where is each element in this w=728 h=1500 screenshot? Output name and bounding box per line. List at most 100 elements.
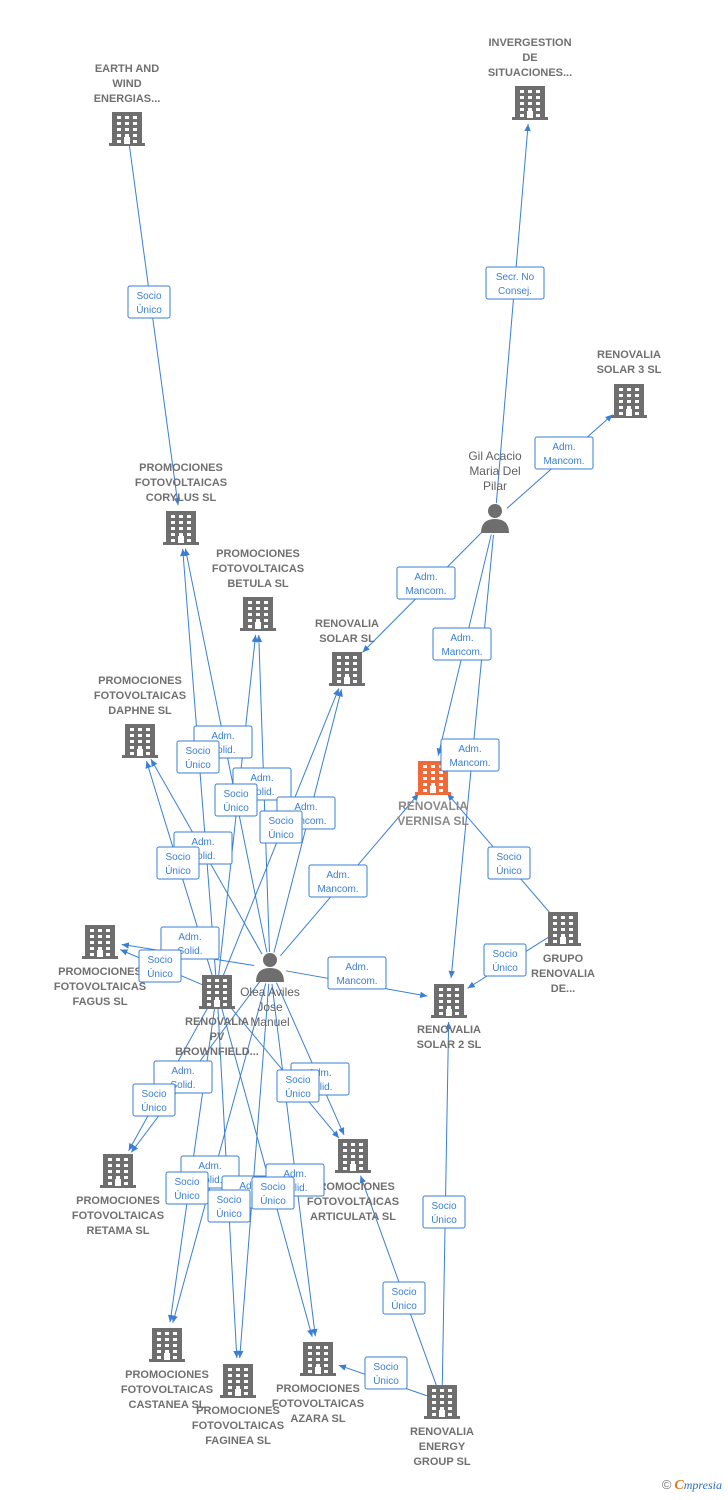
node-label: INVERGESTION xyxy=(488,37,571,49)
edge-label-olea-vernisa[interactable]: Adm.Mancom. xyxy=(308,864,368,898)
edge-label-text: Secr. No xyxy=(496,272,535,283)
edge-label-olea-solar2[interactable]: Adm.Mancom. xyxy=(327,956,387,990)
node-label: FOTOVOLTAICAS xyxy=(72,1210,164,1222)
node-label: Jose xyxy=(257,1000,283,1014)
edge-label-text: Único xyxy=(147,967,173,980)
building-icon xyxy=(82,925,118,959)
node-label: FOTOVOLTAICAS xyxy=(307,1196,399,1208)
edge-label-text: Adm. xyxy=(552,442,575,453)
edge-label-text: Solid. xyxy=(249,787,274,798)
node-label: GROUP SL xyxy=(413,1456,471,1468)
node-label: FAGUS SL xyxy=(72,996,127,1008)
edge-label-text: Socio xyxy=(492,949,517,960)
node-articulata[interactable]: PROMOCIONES FOTOVOLTAICAS ARTICULATA SL xyxy=(307,1139,399,1223)
node-label: Gil Acacio xyxy=(468,449,522,463)
edge-label-text: Único xyxy=(268,828,294,841)
node-label: ENERGIAS... xyxy=(94,93,161,105)
brand-name: mpresia xyxy=(683,1478,722,1492)
node-label: BETULA SL xyxy=(227,578,289,590)
node-label: PROMOCIONES xyxy=(311,1181,395,1193)
brand-initial: C xyxy=(674,1478,684,1493)
node-invergestion[interactable]: INVERGESTIONDESITUACIONES... xyxy=(488,37,572,120)
edge-label-gil-solar3[interactable]: Adm.Mancom. xyxy=(534,436,594,470)
person-icon xyxy=(481,504,509,533)
node-label: RENOVALIA xyxy=(597,349,661,361)
node-label: RENOVALIA xyxy=(185,1016,249,1028)
edge-label-text: Único xyxy=(431,1213,457,1226)
edge-label-gil-solar2[interactable]: Adm.Mancom. xyxy=(440,738,500,772)
edge-label-text: Adm. xyxy=(250,773,273,784)
node-solar2[interactable]: RENOVALIA SOLAR 2 SL xyxy=(417,984,482,1051)
node-label: FOTOVOLTAICAS xyxy=(121,1384,213,1396)
node-label: ARTICULATA SL xyxy=(310,1211,396,1223)
edge-energy-articulata xyxy=(359,1175,438,1387)
edge-label-text: Socio xyxy=(141,1089,166,1100)
node-label: SOLAR 2 SL xyxy=(417,1039,482,1051)
edge-label-text: Socio xyxy=(391,1287,416,1298)
node-label: FOTOVOLTAICAS xyxy=(94,690,186,702)
node-earth[interactable]: EARTH AND WIND ENERGIAS... xyxy=(94,63,161,146)
edge-label-text: Adm. xyxy=(191,837,214,848)
node-label: WIND xyxy=(112,78,141,90)
node-label: RENOVALIA xyxy=(315,618,379,630)
node-label: VERNISA SL xyxy=(397,814,469,828)
building-icon xyxy=(335,1139,371,1173)
edge-label-text: Mancom. xyxy=(336,976,377,987)
edge-label-text: Único xyxy=(260,1194,286,1207)
edge-label-text: Socio xyxy=(223,789,248,800)
building-icon xyxy=(431,984,467,1018)
edge-label-text: Único xyxy=(136,303,162,316)
edge-label-text: Socio xyxy=(285,1075,310,1086)
node-label: EARTH AND xyxy=(95,63,159,75)
edge-label-text: Mancom. xyxy=(405,586,446,597)
edge-label-gil-solar[interactable]: Adm.Mancom. xyxy=(396,566,456,600)
building-icon xyxy=(122,724,158,758)
node-label: PROMOCIONES xyxy=(276,1383,360,1395)
edge-label-text: Único xyxy=(216,1207,242,1220)
node-pv[interactable]: RENOVALIAPVBROWNFIELD... xyxy=(175,975,259,1058)
node-label: Olea Aviles xyxy=(240,985,300,999)
edge-label-gil-vernisa[interactable]: Adm.Mancom. xyxy=(432,627,492,661)
node-label: BROWNFIELD... xyxy=(175,1046,259,1058)
edge-label-text: Adm. xyxy=(171,1066,194,1077)
node-label: RENOVALIA xyxy=(417,1024,481,1036)
edge-label-text: Único xyxy=(391,1299,417,1312)
edge-label-text: Socio xyxy=(431,1201,456,1212)
edge-label-text: Mancom. xyxy=(449,758,490,769)
edge-label-text: Socio xyxy=(260,1182,285,1193)
node-grupo[interactable]: GRUPORENOVALIADE... xyxy=(531,912,595,995)
edge-label-text: Único xyxy=(496,864,522,877)
node-label: DE xyxy=(522,52,537,64)
